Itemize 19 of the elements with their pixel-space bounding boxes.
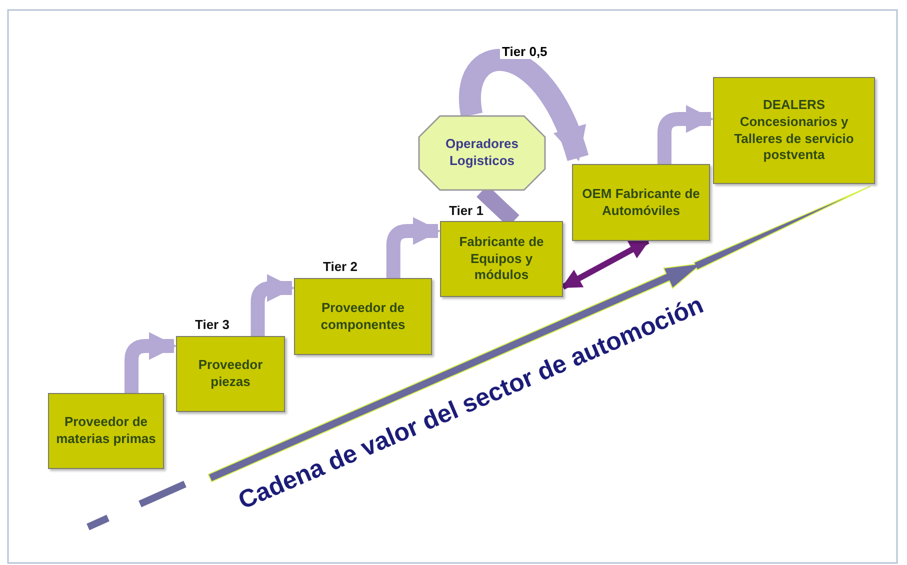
tier-label: Tier 2 xyxy=(323,259,358,274)
edge-label: Tier 0,5 xyxy=(500,44,550,59)
tier-label: Tier 3 xyxy=(195,317,230,332)
node-label: OEM Fabricante de Automóviles xyxy=(581,186,701,220)
arrow xyxy=(459,49,588,162)
arrow xyxy=(386,217,441,278)
tier-label: Tier 1 xyxy=(449,203,484,218)
arrow xyxy=(250,274,295,336)
arrow xyxy=(657,105,714,164)
node-label: DEALERS Concesionarios y Talleres de servicio postventa xyxy=(733,96,855,164)
node-label: Operadores Logisticos xyxy=(444,136,520,170)
arrow xyxy=(124,332,177,393)
node-label: Proveedor piezas xyxy=(197,357,264,391)
node-label: Fabricante de Equipos y módulos xyxy=(458,234,545,284)
process-box xyxy=(48,393,164,469)
node-label: Proveedor de materias primas xyxy=(55,414,157,448)
process-box xyxy=(713,77,875,184)
node-label: Proveedor de componentes xyxy=(320,300,406,334)
process-box xyxy=(572,164,710,241)
